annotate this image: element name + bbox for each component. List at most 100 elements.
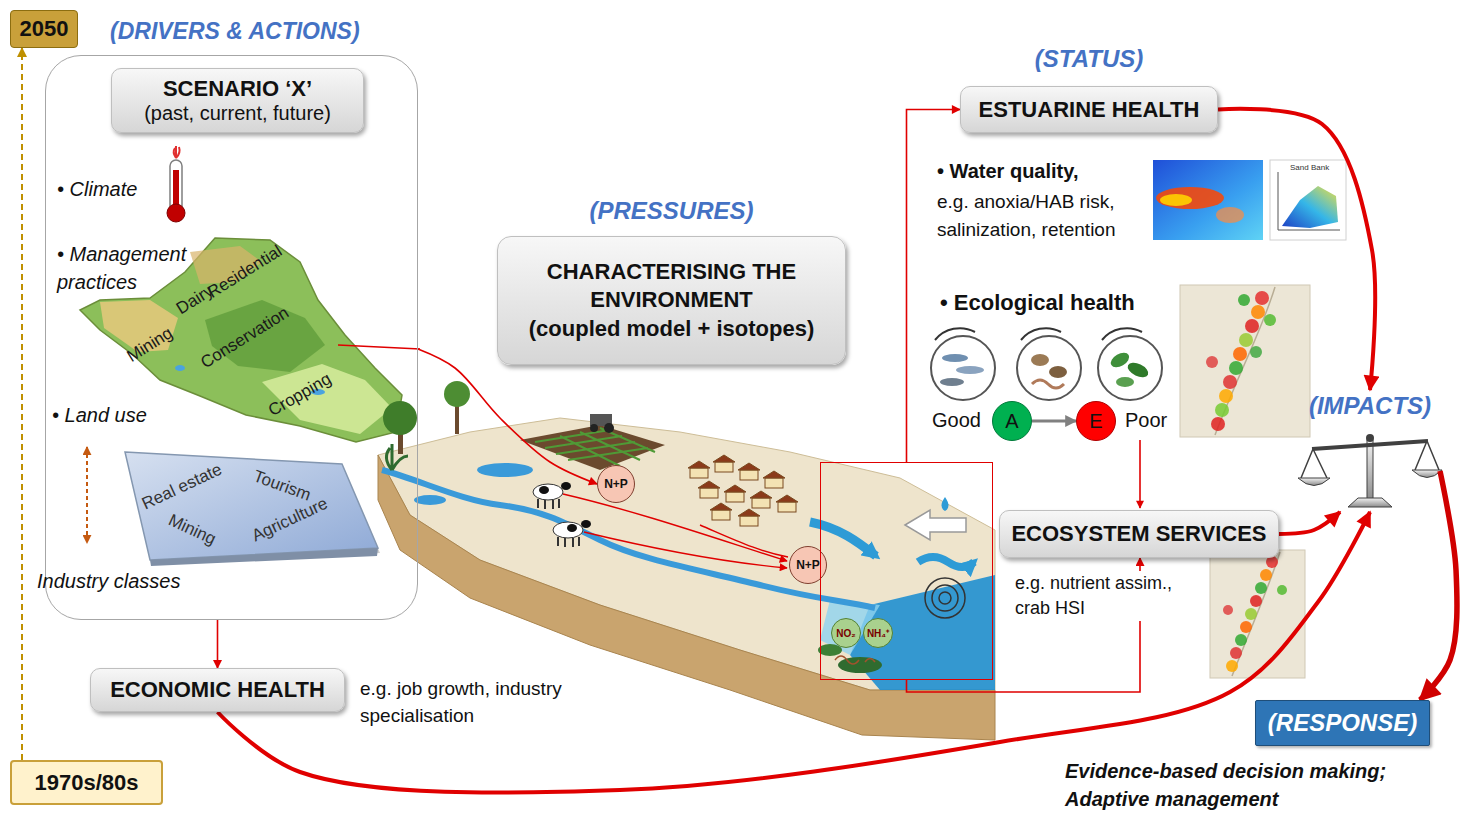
ecology-map — [1180, 285, 1310, 437]
ecology-map — [1245, 319, 1259, 333]
houses — [688, 461, 710, 468]
houses — [750, 491, 772, 498]
ecology-map — [1223, 605, 1233, 615]
process-box: ECOSYSTEM SERVICES — [999, 510, 1279, 558]
ecology-map — [1250, 346, 1262, 358]
ecology-map — [1264, 314, 1276, 326]
section-heading: (PRESSURES) — [589, 197, 753, 225]
ecology-map — [1210, 550, 1305, 678]
land-use-map — [338, 345, 420, 349]
industry-label: Agriculture — [248, 493, 330, 545]
houses — [698, 481, 720, 488]
response-note: Evidence-based decision making; Adaptive… — [1065, 757, 1460, 813]
box-title: SCENARIO ‘X’ — [163, 76, 312, 102]
houses — [724, 485, 746, 492]
houses — [778, 502, 796, 512]
thermometer-icon — [167, 146, 185, 222]
houses — [740, 516, 758, 526]
nutrient-label: N+P — [604, 477, 628, 491]
cow — [539, 486, 549, 494]
flow-arrow — [418, 349, 597, 484]
industry-slab: Real estateTourismMiningAgriculture — [116, 446, 381, 566]
cow — [538, 499, 559, 509]
catchment-illustration — [838, 657, 882, 673]
scales-icon — [1367, 440, 1373, 500]
catchment-illustration — [444, 381, 470, 407]
ecology-icons — [931, 328, 1162, 400]
catchment-illustration — [584, 532, 787, 568]
scales-icon — [1412, 470, 1442, 478]
ecology-map — [1211, 417, 1225, 431]
chemical-circle: NH₄⁺ — [863, 618, 893, 648]
cow — [553, 520, 591, 547]
scenario-box: SCENARIO ‘X’(past, current, future) — [111, 68, 364, 133]
houses — [738, 463, 760, 470]
ecology-map — [1215, 287, 1275, 435]
ecology-map — [1260, 569, 1272, 581]
ecology-icons — [931, 336, 995, 400]
impacts-icon: (IMPACTS) — [1300, 390, 1440, 512]
cow — [567, 524, 577, 532]
box-title: ECOSYSTEM SERVICES — [1011, 521, 1266, 547]
houses — [690, 468, 708, 478]
ecology-icons — [1021, 328, 1061, 340]
houses — [688, 455, 798, 526]
ecology-map — [1230, 647, 1242, 659]
ecology-map — [1226, 660, 1238, 672]
plot-label: Sand Bank — [1290, 163, 1329, 172]
cow — [533, 484, 563, 500]
status-bullet: • Ecological health — [940, 290, 1135, 316]
box-title: ECONOMIC HEALTH — [110, 677, 325, 703]
ecology-icons — [1125, 360, 1150, 380]
houses — [713, 455, 735, 462]
process-box: (STATUS)ESTUARINE HEALTH — [960, 86, 1218, 133]
houses — [740, 470, 758, 480]
ecology-icons — [1049, 366, 1067, 378]
houses — [715, 462, 733, 472]
ecology-map — [1251, 305, 1265, 319]
box-title: ESTUARINE HEALTH — [979, 97, 1200, 123]
ecology-icons — [1102, 328, 1142, 340]
industry-label: Real estate — [138, 459, 224, 513]
box-subtitle: (coupled model + isotopes) — [529, 315, 814, 344]
water-quality-map — [1153, 160, 1263, 240]
scales-icon — [1348, 498, 1392, 507]
catchment-illustration — [850, 575, 995, 690]
ecology-map — [1239, 333, 1253, 347]
land-use-label: Conservation — [197, 303, 293, 373]
houses — [700, 488, 718, 498]
water-quality-map — [1153, 160, 1263, 240]
ecology-map — [1219, 389, 1233, 403]
ecology-map — [1206, 291, 1276, 431]
ecology-map — [1233, 347, 1247, 361]
catchment-illustration — [477, 463, 533, 477]
year-box: 2050 — [10, 10, 78, 48]
catchment-illustration — [905, 510, 966, 540]
ecology-icons — [1098, 336, 1162, 400]
scales-icon — [1366, 434, 1374, 442]
ecology-icons — [956, 366, 984, 374]
nutrient-circle: N+P — [789, 546, 827, 584]
process-box: (PRESSURES)CHARACTERISING THE ENVIRONMEN… — [497, 236, 846, 365]
response-box: (RESPONSE) — [1255, 700, 1430, 746]
ecology-map — [1255, 582, 1267, 594]
land-use-label: Cropping — [265, 369, 335, 421]
catchment-illustration — [932, 585, 958, 611]
box-subtitle: (past, current, future) — [144, 102, 331, 125]
water-quality-map — [1156, 187, 1224, 209]
cow — [558, 537, 579, 547]
catchment-illustration — [925, 578, 965, 618]
chemical-circle: NO₂ — [831, 618, 861, 648]
catchment-illustration — [535, 428, 655, 466]
catchment-illustration — [700, 525, 788, 557]
flow-arrow — [1139, 440, 1141, 508]
industry-slab — [125, 452, 378, 560]
year-box: 1970s/80s — [10, 760, 163, 805]
driver-bullet: • Climate — [57, 178, 137, 201]
grade-label: E — [1089, 410, 1102, 433]
land-use-label: Mining — [123, 323, 176, 367]
land-use-label: Dairy — [173, 281, 217, 319]
ecology-icons — [1031, 354, 1049, 366]
ecology-map — [1235, 634, 1247, 646]
nutrient-circle: N+P — [597, 465, 635, 503]
